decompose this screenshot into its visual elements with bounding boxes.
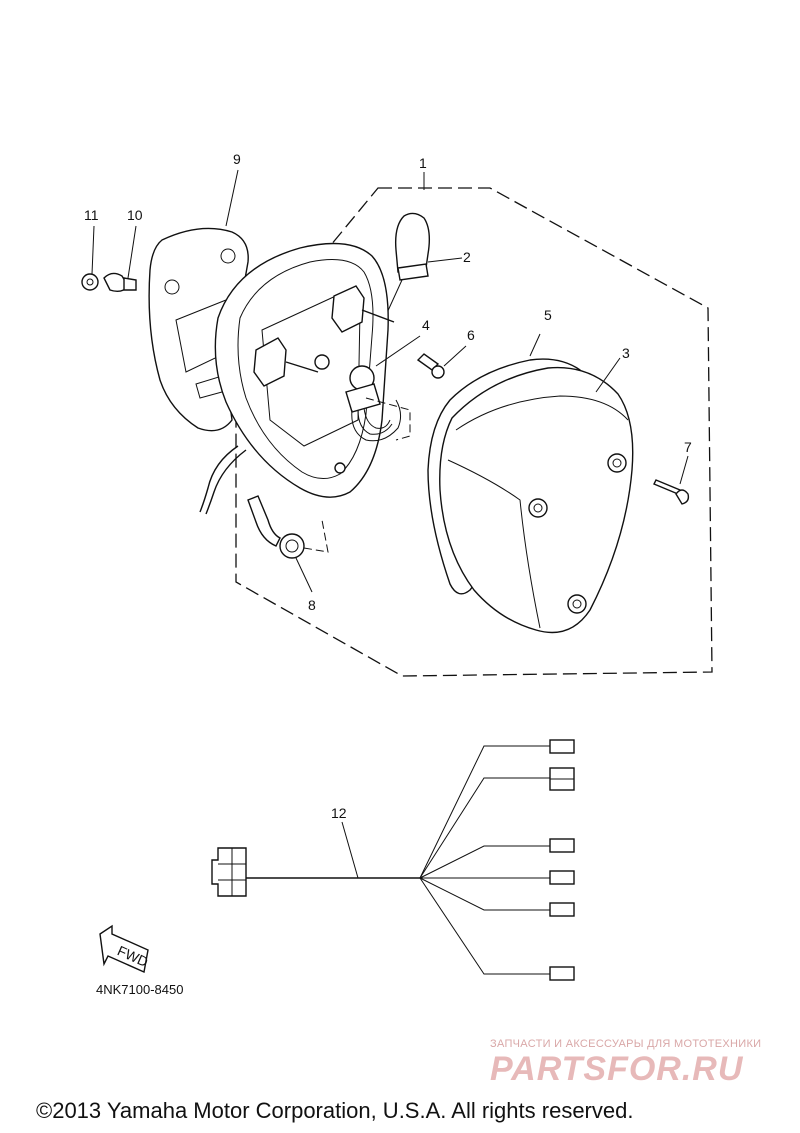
forward-arrow-icon: FWD bbox=[99, 924, 151, 974]
callout-6: 6 bbox=[467, 327, 475, 343]
callout-1: 1 bbox=[419, 155, 427, 171]
callout-9: 9 bbox=[233, 151, 241, 167]
lamp-housing bbox=[214, 242, 395, 498]
callout-2: 2 bbox=[463, 249, 471, 265]
callout-3: 3 bbox=[622, 345, 630, 361]
harness-tail bbox=[199, 445, 239, 513]
screw-long bbox=[653, 479, 690, 505]
bulb bbox=[394, 212, 431, 281]
callout-4: 4 bbox=[422, 317, 430, 333]
watermark-tagline: ЗАПЧАСТИ И АКСЕССУАРЫ ДЛЯ МОТОТЕХНИКИ bbox=[490, 1038, 762, 1050]
nut bbox=[81, 273, 99, 291]
lens bbox=[439, 366, 634, 634]
callout-7: 7 bbox=[684, 439, 692, 455]
copyright-notice: ©2013 Yamaha Motor Corporation, U.S.A. A… bbox=[36, 1098, 634, 1123]
bolt bbox=[103, 272, 137, 293]
callout-11: 11 bbox=[84, 207, 99, 223]
watermark-site: PARTSFOR.RU bbox=[490, 1050, 744, 1088]
callout-5: 5 bbox=[544, 307, 552, 323]
diagram-code: 4NK7100-8450 bbox=[96, 982, 184, 997]
callout-10: 10 bbox=[127, 207, 143, 223]
wire-harness bbox=[211, 739, 575, 981]
callout-12: 12 bbox=[331, 805, 347, 821]
callout-8: 8 bbox=[308, 597, 316, 613]
bulb-socket bbox=[345, 365, 402, 442]
grommet bbox=[247, 495, 305, 559]
screw-small bbox=[416, 353, 445, 379]
